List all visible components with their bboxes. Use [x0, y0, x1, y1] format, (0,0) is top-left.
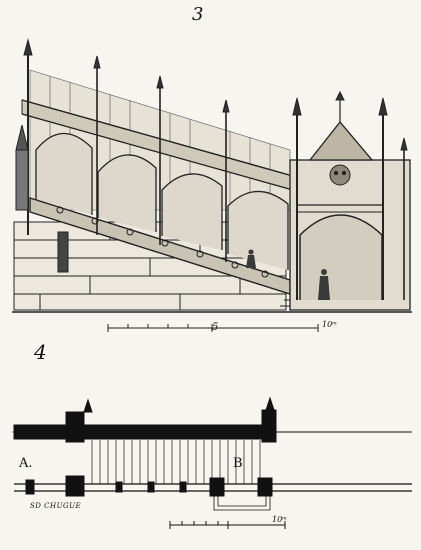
wall-niche — [57, 231, 69, 273]
engraver-signature: SD CHUGUE — [30, 502, 82, 510]
stair-arches — [35, 132, 289, 270]
pinnacles — [15, 38, 230, 262]
stair-treads — [91, 440, 261, 484]
gothic-portal — [289, 90, 411, 311]
plan-piers — [25, 475, 273, 497]
figure-4-label: 4 — [34, 340, 47, 364]
standing-figure — [318, 269, 330, 300]
landing-steps — [213, 494, 271, 511]
elevation-scale-mid-label: 5 — [212, 322, 219, 333]
elevation-scale-end-label: 10ᵐ — [322, 320, 338, 329]
plan-point-b: B — [233, 456, 243, 471]
plan-drawing — [12, 396, 412, 529]
climbing-figure — [246, 249, 256, 268]
figure-3-label: 3 — [192, 4, 204, 25]
elevation-scale-bar — [107, 324, 319, 332]
plan-scale-bar — [169, 521, 286, 529]
plan-scale-end-label: 10ᵐ — [272, 515, 288, 524]
plan-point-a: A. — [19, 456, 33, 471]
